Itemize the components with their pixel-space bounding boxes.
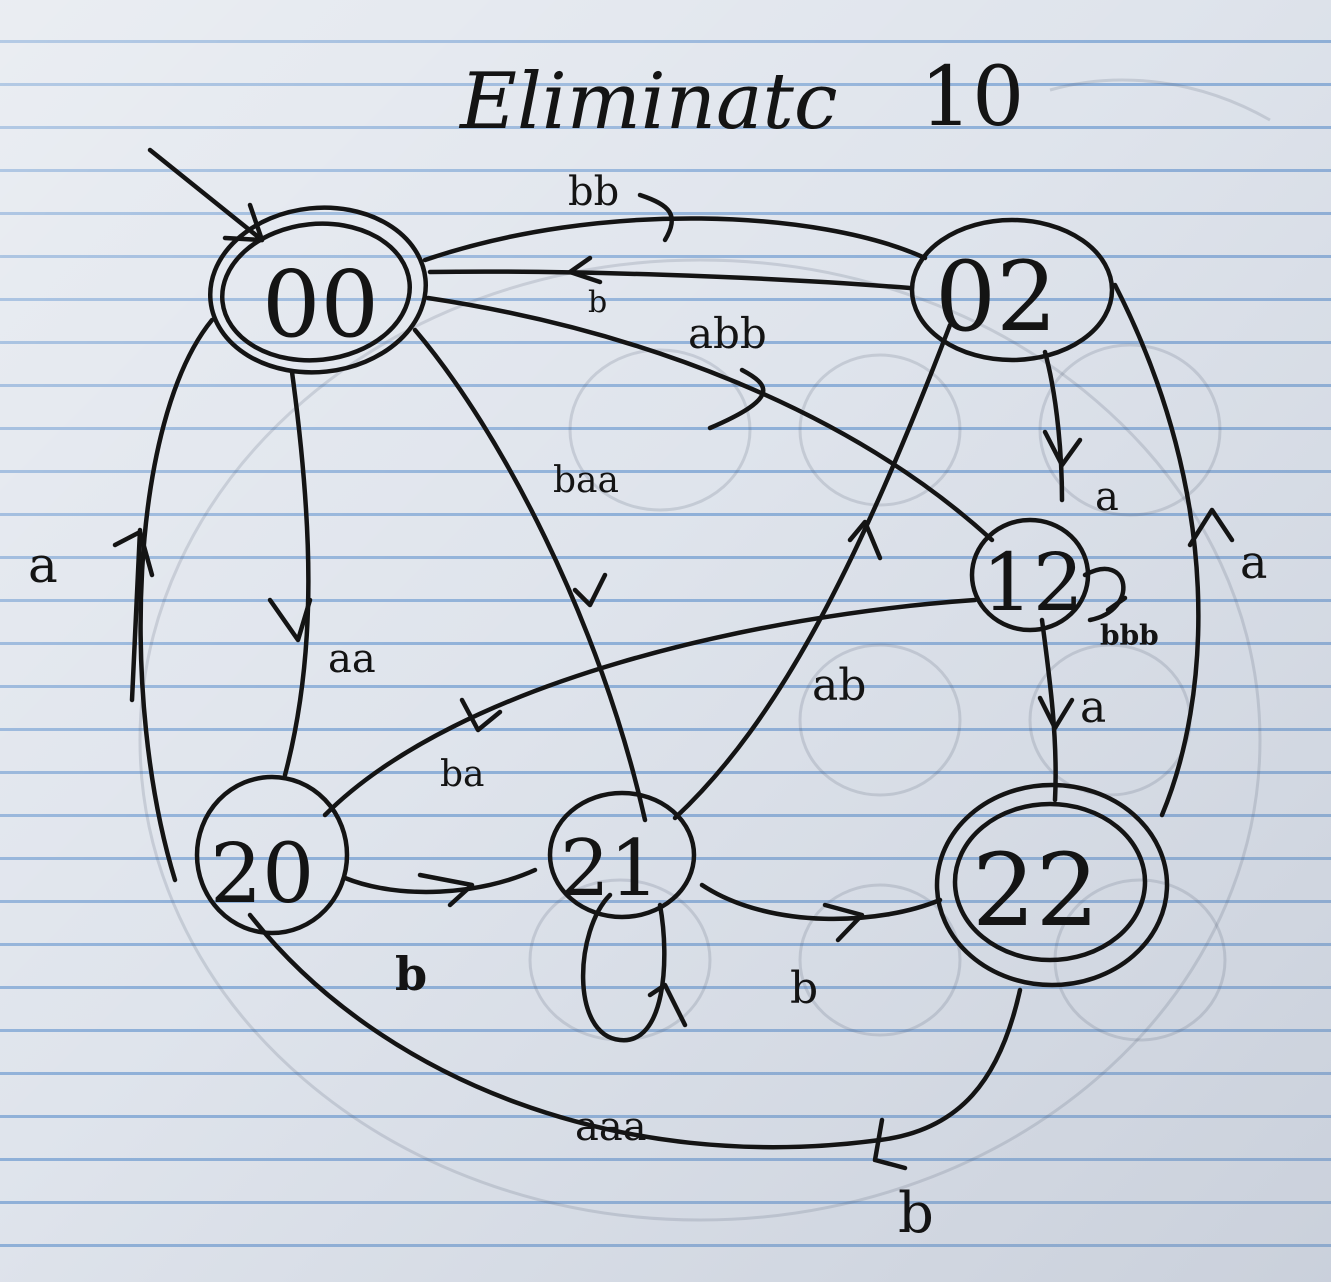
start-arrow: [147, 147, 265, 243]
edge-label-12-12: bbb: [1100, 619, 1159, 652]
edge-label-12-20: ba: [440, 754, 485, 795]
edge-12-22: [1037, 617, 1075, 803]
state-20: 20: [194, 774, 350, 936]
edge-label-20-22: aaa: [575, 1104, 647, 1150]
edge-label-00-12: abb: [688, 309, 767, 358]
edge-00-21: [412, 327, 648, 823]
state-12: 12: [969, 517, 1091, 633]
edge-00-12: [425, 295, 995, 543]
edge-label-20-00: a: [28, 536, 58, 594]
edge-label-21-21: a: [585, 1039, 605, 1079]
diagram-number: 10: [920, 50, 1024, 145]
edge-20-22: [247, 912, 883, 1150]
edge-label-21-02: ab: [812, 660, 866, 711]
state-label-21: 21: [560, 824, 659, 914]
edge-20-00: [112, 317, 215, 883]
edge-21-21: [580, 892, 688, 1043]
edge-21-02: [672, 322, 953, 821]
state-label-00: 00: [262, 251, 379, 358]
state-02: 02: [909, 217, 1115, 363]
edge-02-00: [427, 255, 913, 291]
state-21: 21: [547, 790, 697, 920]
edge-label-02-00: b: [588, 285, 607, 320]
edge-label-22-20: b: [898, 1181, 934, 1246]
edge-label-00-21: baa: [553, 460, 619, 501]
state-label-12: 12: [982, 536, 1084, 629]
edge-22-02: [1112, 282, 1235, 818]
edge-label-00-02: bb: [568, 169, 619, 215]
state-00: 00: [208, 205, 428, 375]
edge-label-22-02: a: [1240, 535, 1267, 589]
diagram-title: Eliminatc: [458, 57, 838, 147]
edge-label-20-21: b: [395, 947, 427, 1001]
state-label-22: 22: [972, 832, 1099, 949]
edge-02-12: [1042, 349, 1083, 503]
state-label-20: 20: [210, 827, 314, 922]
edge-00-02: [422, 192, 928, 263]
state-22: 22: [934, 782, 1170, 988]
edge-12-12: [1082, 566, 1128, 623]
edge-20-21: [342, 867, 538, 908]
edge-label-12-22: a: [1080, 682, 1106, 733]
state-label-02: 02: [935, 241, 1057, 353]
edge-00-20: [267, 369, 313, 778]
edge-12-20: [322, 597, 978, 818]
edge-label-21-22: b: [790, 963, 818, 1014]
edge-21-22: [699, 882, 943, 943]
edge-22-20: [872, 987, 1023, 1171]
background-bleed: [138, 78, 1271, 1222]
edge-label-02-12: a: [1095, 474, 1119, 520]
edge-label-00-20: aa: [328, 636, 376, 682]
